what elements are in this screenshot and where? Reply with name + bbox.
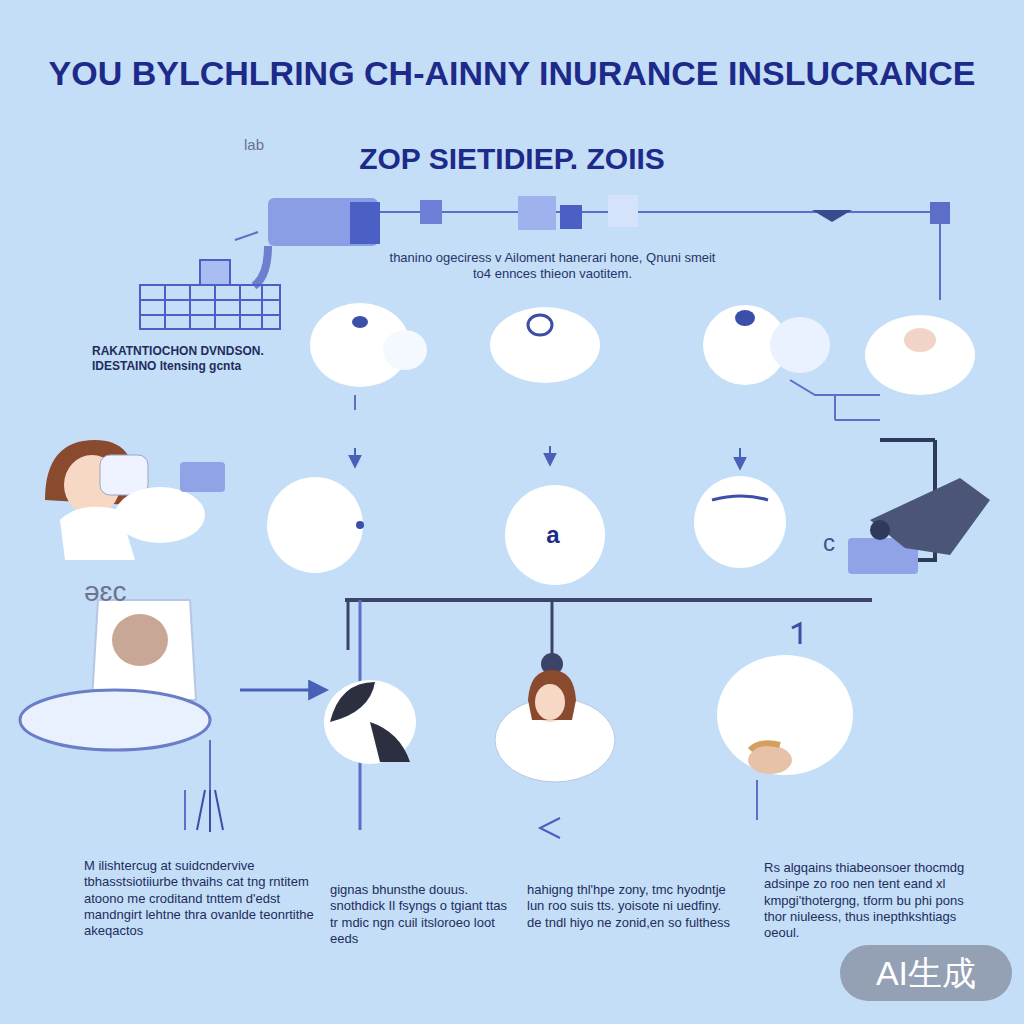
body-text: gignas bhunsthe douus. snothdick Il fsyn… <box>330 882 510 947</box>
subtitle: ZOP SIETIDIEP. ZOIIS <box>0 140 1024 178</box>
small-tag: lab <box>244 136 284 155</box>
main-title: YOU BYLCHLRING CH-AINNY INURANCE INSLUCR… <box>0 52 1024 95</box>
watermark: AI生成 <box>840 952 1012 995</box>
vehicle-letter: c <box>816 528 842 558</box>
building-caption: RAKATNTIOCHON DVNDSON. IDESTAINO ltensin… <box>92 344 287 374</box>
body-text: hahigng thl'hpe zony, tmc hyodntje lun r… <box>527 882 732 931</box>
jar-mark: ǝɛc <box>84 574 154 609</box>
circle-letter: a <box>538 520 568 550</box>
note-text: thanino ogeciress v Ailoment hanerari ho… <box>385 250 720 283</box>
body-text: M ilishtercug at suidcndervive tbhasstsi… <box>84 858 316 939</box>
body-text: Rs algqains thiabeonsoer thocmdg adsinpe… <box>764 860 969 941</box>
